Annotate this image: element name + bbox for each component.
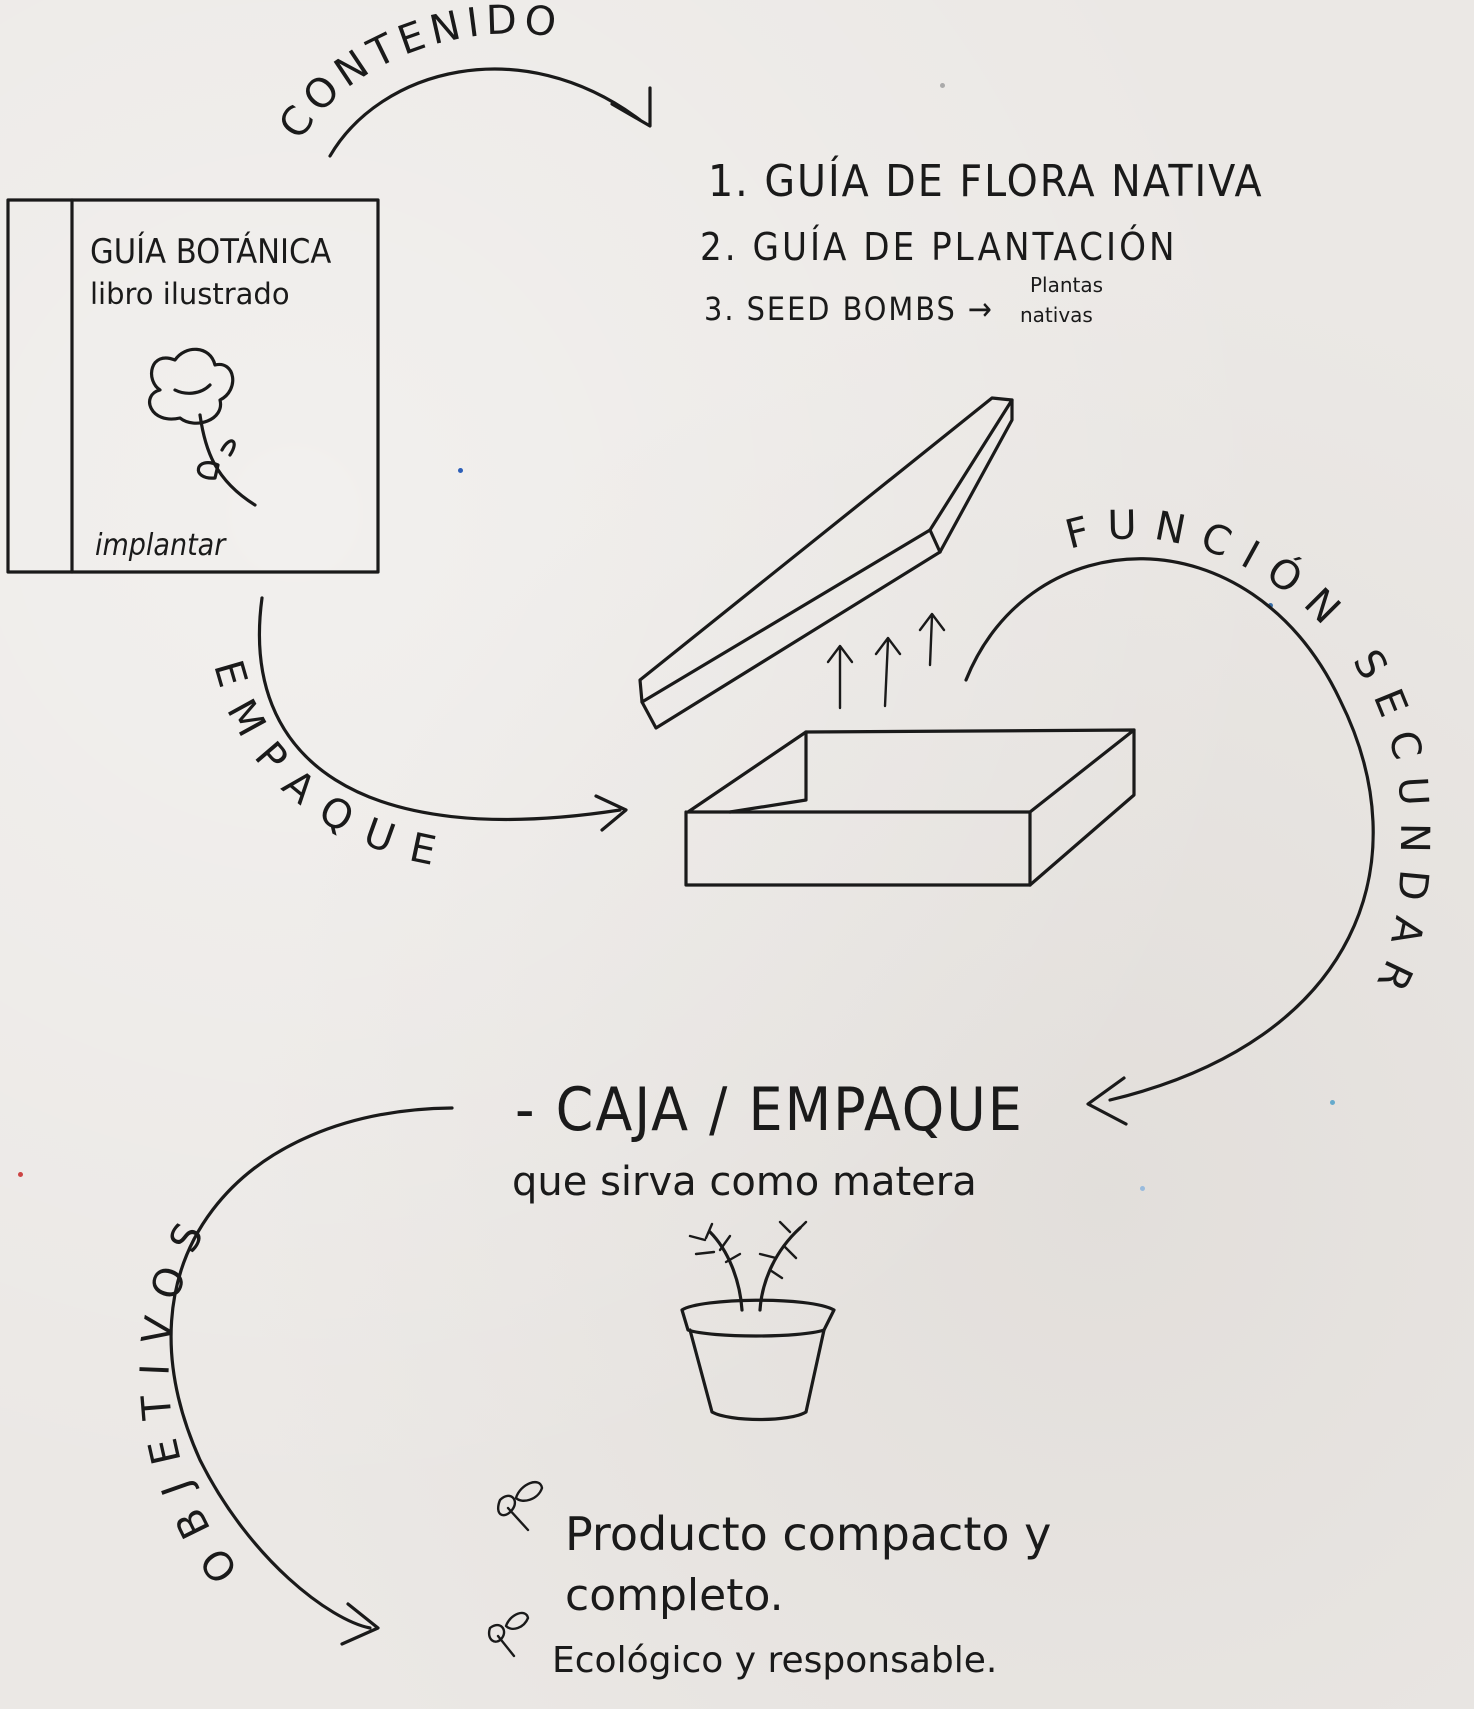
flower-icon (148, 347, 257, 507)
label-funcion-secundaria: FUNCIÓN SECUNDARIA (0, 0, 1421, 1013)
paper-speck (1268, 603, 1273, 608)
contents-item-1: 1. GUÍA DE FLORA NATIVA (708, 154, 1264, 207)
paper-speck (940, 83, 945, 88)
arrow-objetivos (169, 1106, 454, 1630)
paper-speck (18, 1172, 23, 1177)
arrow-head-contenido (610, 86, 652, 128)
lift-arrows (826, 612, 946, 710)
seed-note-line-1: Plantas (1030, 273, 1103, 297)
box-lid (638, 396, 1014, 730)
contents-item-3: 3. SEED BOMBS → (704, 290, 994, 328)
box-title: - CAJA / EMPAQUE (515, 1075, 1024, 1145)
seed-note-line-2: nativas (1020, 303, 1093, 327)
paper-speck (458, 468, 463, 473)
book-title: GUÍA BOTÁNICA (90, 231, 331, 272)
objective-1-line-1: Producto compacto y (565, 1507, 1051, 1561)
botanical-guide-book: GUÍA BOTÁNICA libro ilustrado implantar (6, 198, 380, 574)
box-base (684, 728, 1136, 887)
contents-item-2: 2. GUÍA DE PLANTACIÓN (700, 225, 1178, 269)
paper-speck (1140, 1186, 1145, 1191)
arrow-contenido (328, 67, 642, 158)
arrow-head-empaque (594, 794, 628, 832)
potted-plant-icon (680, 1220, 836, 1422)
paper-speck (1330, 1100, 1335, 1105)
leaf-bullet-icon (497, 1481, 544, 1532)
book-brand: implantar (95, 528, 227, 563)
label-contenido: CONTENIDO (270, 0, 564, 147)
objective-2: Ecológico y responsable. (552, 1640, 997, 1681)
leaf-bullet-icon (487, 1611, 530, 1658)
objective-1-line-2: completo. (565, 1570, 784, 1621)
label-empaque: EMPAQUE (204, 655, 459, 879)
arrow-head-objetivos (340, 1602, 380, 1646)
box-subtitle: que sirva como matera (512, 1159, 977, 1205)
book-subtitle: libro ilustrado (90, 277, 290, 311)
arrow-funcion-secundaria (964, 557, 1375, 1102)
label-objetivos: OBJETIVOS (132, 1200, 247, 1591)
arrow-empaque (257, 596, 622, 822)
arrow-head-funcion-secundaria (1086, 1076, 1128, 1126)
